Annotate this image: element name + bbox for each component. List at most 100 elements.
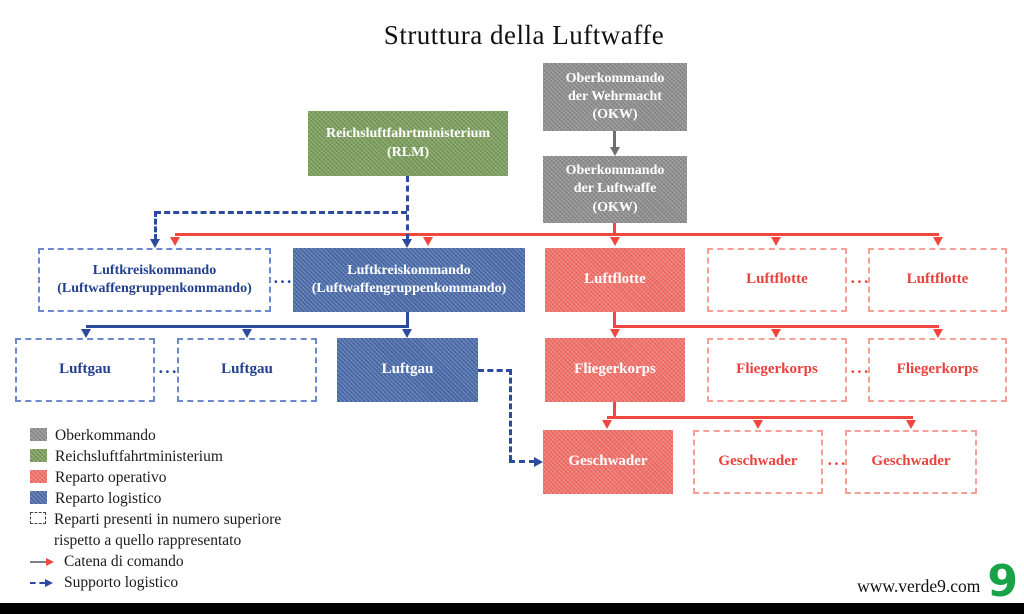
box-geschwader-dashed-1: Geschwader bbox=[693, 430, 823, 494]
box-luftgau-dashed-2: Luftgau bbox=[177, 338, 317, 402]
connector-command-row3 bbox=[607, 416, 913, 419]
legend-item-operativo: Reparto operativo bbox=[30, 468, 166, 489]
box-geschwader-label: Geschwader bbox=[871, 453, 951, 470]
box-okw: Oberkommando der Wehrmacht (OKW) bbox=[543, 63, 687, 131]
box-luftkreiskommando-solid: Luftkreiskommando (Luftwaffengruppenkomm… bbox=[293, 248, 525, 312]
box-lkk-line1: Luftkreiskommando bbox=[347, 262, 471, 278]
arrowhead-red-lkk-dashed bbox=[170, 237, 180, 246]
legend-swatch-blue bbox=[30, 491, 47, 504]
box-okw-line3: (OKW) bbox=[592, 107, 638, 123]
legend-label: Reparto operativo bbox=[55, 469, 167, 486]
connector-luftflotte-down bbox=[613, 312, 616, 326]
box-geschwader-label: Geschwader bbox=[718, 453, 798, 470]
box-lkk-line2: (Luftwaffengruppenkommando) bbox=[311, 281, 507, 296]
legend-label: Reparto logistico bbox=[55, 490, 162, 507]
legend-swatch-red bbox=[30, 470, 47, 483]
box-luftgau-label: Luftgau bbox=[221, 361, 273, 378]
box-geschwader-dashed-2: Geschwader bbox=[845, 430, 977, 494]
box-rlm: Reichsluftfahrtministerium (RLM) bbox=[308, 111, 508, 176]
connector-support-in bbox=[509, 460, 535, 463]
arrowhead-red-luftflotte-solid bbox=[610, 237, 620, 246]
box-luftflotte-dashed-1: Luftflotte bbox=[707, 248, 847, 312]
box-rlm-line1: Reichsluftfahrtministerium bbox=[325, 126, 491, 142]
box-fliegerkorps-label: Fliegerkorps bbox=[896, 361, 979, 378]
box-fliegerkorps-solid: Fliegerkorps bbox=[545, 338, 685, 402]
connector-command-row2 bbox=[613, 325, 939, 328]
connector-okw-okl bbox=[613, 131, 616, 148]
connector-rlm-branch-down bbox=[154, 211, 157, 240]
legend-label: Catena di comando bbox=[64, 553, 184, 570]
ellipsis-luftgau: ··· bbox=[158, 362, 179, 381]
legend-item-oberkommando: Oberkommando bbox=[30, 426, 156, 447]
box-luftgau-label: Luftgau bbox=[381, 361, 434, 378]
arrowhead-blue-luftgau-solid bbox=[402, 329, 412, 338]
box-lkk-line2: (Luftwaffengruppenkommando) bbox=[57, 281, 252, 296]
ellipsis-luftflotte: ··· bbox=[850, 272, 871, 291]
arrowhead-red-geschwader-d2 bbox=[906, 420, 916, 429]
box-okl-line1: Oberkommando bbox=[565, 163, 665, 179]
legend-swatch-dashed bbox=[30, 512, 46, 524]
box-luftflotte-solid: Luftflotte bbox=[545, 248, 685, 312]
box-luftgau-solid: Luftgau bbox=[337, 338, 478, 402]
legend-item-catena: Catena di comando bbox=[30, 552, 184, 573]
legend-label: Supporto logistico bbox=[64, 574, 179, 591]
command-arrow-icon bbox=[30, 558, 56, 566]
box-fliegerkorps-dashed-2: Fliegerkorps bbox=[868, 338, 1007, 402]
box-fliegerkorps-label: Fliegerkorps bbox=[736, 361, 818, 378]
box-luftgau-label: Luftgau bbox=[59, 361, 111, 378]
connector-support-down bbox=[509, 369, 512, 461]
verde9-logo: 9 bbox=[987, 556, 1018, 607]
box-rlm-line2: (RLM) bbox=[387, 144, 429, 160]
connector-rlm-branch bbox=[155, 211, 407, 214]
arrowhead-blue-lkk-solid bbox=[402, 239, 412, 248]
box-geschwader-label: Geschwader bbox=[568, 453, 648, 470]
box-fliegerkorps-dashed-1: Fliegerkorps bbox=[707, 338, 847, 402]
ellipsis-geschwader: ··· bbox=[827, 454, 848, 473]
box-luftflotte-label: Luftflotte bbox=[906, 271, 969, 288]
legend-item-logistico: Reparto logistico bbox=[30, 489, 161, 510]
arrowhead-okw-okl bbox=[610, 147, 620, 156]
box-okl: Oberkommando der Luftwaffe (OKW) bbox=[543, 156, 687, 223]
arrowhead-red-lkk-solid bbox=[423, 237, 433, 246]
box-lkk-line1: Luftkreiskommando bbox=[92, 262, 217, 278]
connector-rlm-down bbox=[406, 176, 409, 240]
box-luftgau-dashed-1: Luftgau bbox=[15, 338, 155, 402]
arrowhead-support-geschwader bbox=[534, 457, 543, 467]
legend-label: Reparti presenti in numero superiore ris… bbox=[54, 510, 281, 552]
legend-item-supporto: Supporto logistico bbox=[30, 573, 178, 594]
legend-item-rlm: Reichsluftfahrtministerium bbox=[30, 447, 223, 468]
arrowhead-red-fliegerkorps-d1 bbox=[771, 329, 781, 338]
arrowhead-blue-luftgau-d1 bbox=[81, 329, 91, 338]
box-fliegerkorps-label: Fliegerkorps bbox=[574, 361, 656, 378]
box-luftkreiskommando-dashed: Luftkreiskommando (Luftwaffengruppenkomm… bbox=[38, 248, 271, 312]
box-luftflotte-dashed-2: Luftflotte bbox=[868, 248, 1007, 312]
arrowhead-red-luftflotte-d2 bbox=[933, 237, 943, 246]
arrowhead-red-fliegerkorps-d2 bbox=[933, 329, 943, 338]
box-okl-line2: der Luftwaffe bbox=[573, 181, 657, 197]
arrowhead-blue-lkk-dashed bbox=[150, 239, 160, 248]
box-okl-line3: (OKW) bbox=[592, 199, 638, 215]
connector-fliegerkorps-down bbox=[613, 402, 616, 417]
legend-item-reparti: Reparti presenti in numero superiore ris… bbox=[30, 510, 281, 552]
box-luftflotte-label: Luftflotte bbox=[584, 271, 646, 288]
legend-label: Oberkommando bbox=[55, 427, 156, 444]
connector-support-out bbox=[478, 369, 512, 372]
box-okw-line1: Oberkommando bbox=[565, 70, 665, 86]
arrowhead-red-geschwader-d1 bbox=[753, 420, 763, 429]
legend-swatch-gray bbox=[30, 428, 47, 441]
legend-swatch-green bbox=[30, 449, 47, 462]
page-title: Struttura della Luftwaffe bbox=[383, 20, 665, 50]
support-arrow-icon bbox=[30, 579, 56, 587]
footer: www.verde9.com 9 bbox=[857, 556, 1018, 607]
connector-okl-down bbox=[613, 223, 616, 234]
ellipsis-lkk: ··· bbox=[273, 272, 294, 291]
legend-label-line2: rispetto a quello rappresentato bbox=[54, 531, 242, 549]
ellipsis-fliegerkorps: ··· bbox=[850, 362, 871, 381]
box-luftflotte-label: Luftflotte bbox=[746, 271, 808, 288]
arrowhead-red-fliegerkorps-solid bbox=[610, 329, 620, 338]
arrowhead-red-luftflotte-d1 bbox=[771, 237, 781, 246]
connector-blue-row2 bbox=[86, 325, 409, 328]
connector-lkk-down bbox=[406, 312, 409, 326]
arrowhead-blue-luftgau-d2 bbox=[242, 329, 252, 338]
bottom-bar bbox=[0, 603, 1024, 614]
